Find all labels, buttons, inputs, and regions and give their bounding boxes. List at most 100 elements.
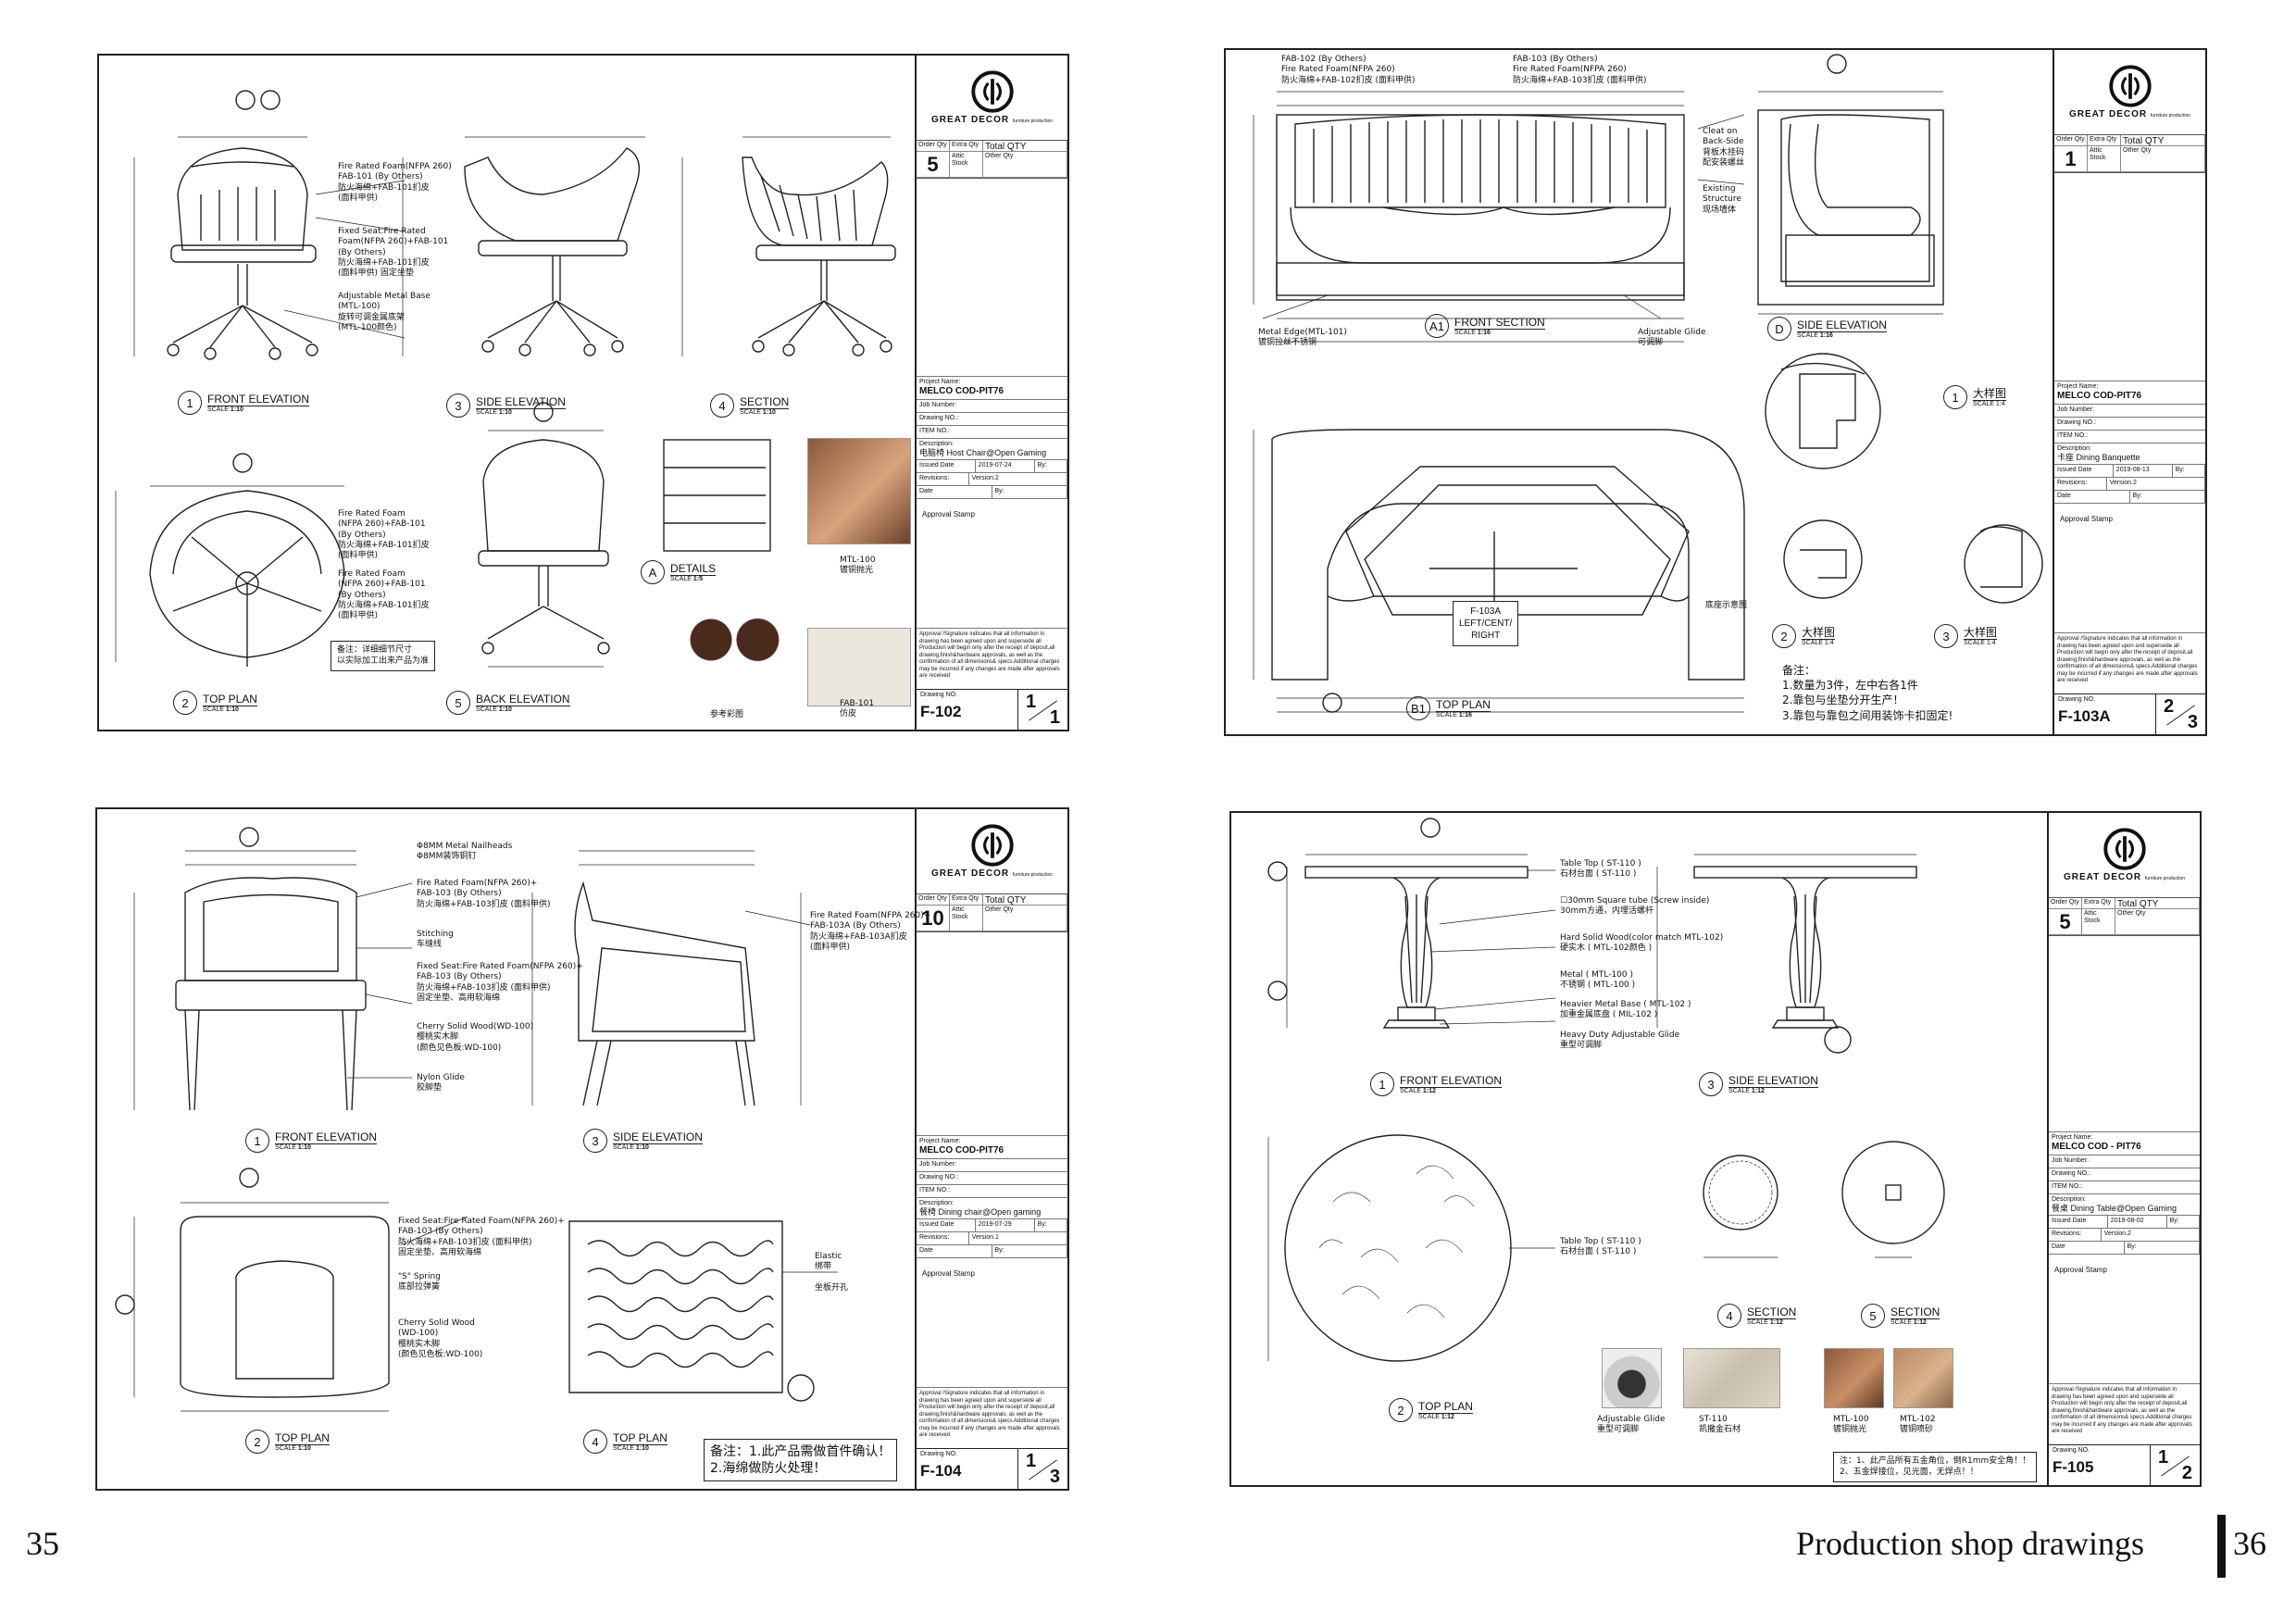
banquette-drawings <box>1253 54 2043 713</box>
material-swatch-fab101 <box>807 628 911 706</box>
note-metal-base: Adjustable Metal Base (MTL-100) 旋转可调金属底架… <box>338 292 430 332</box>
total-qty-value: 10 <box>917 906 950 931</box>
swatch-label-mtl100: MTL-100 镀铜抛光 <box>840 556 876 576</box>
swatch-label-glide: Adjustable Glide 重型可调脚 <box>1597 1415 1666 1435</box>
drawing-sheet-f104: Φ8MM Metal Nailheads Φ8MM装饰铜钉 Fire Rated… <box>95 807 1069 1491</box>
note-elastic: Elastic 绑带 <box>815 1252 842 1272</box>
note-table-top-plan: Table Top ( ST-110 ) 石材台面 ( ST-110 ) <box>1560 1237 1641 1257</box>
swatch-label-fab101: FAB-101 仿皮 <box>840 699 875 719</box>
gd-logo-icon <box>2108 65 2152 107</box>
note-cleat: Cleat on Back-Side 背板木挂码 配安装螺丝 <box>1703 127 1745 168</box>
reference-photo <box>678 606 789 690</box>
note-metal-edge: Metal Edge(MTL-101) 镀铜拉丝不锈钢 <box>1258 328 1347 348</box>
gd-logo-icon <box>970 824 1014 867</box>
note-metal-base: Heavier Metal Base ( MTL-102 ) 加重金属底盘 ( … <box>1560 1000 1691 1020</box>
title-block: GREAT DECOR furniture production Order Q… <box>915 809 1067 1489</box>
note-top-foam-2: Fire Rated Foam (NFPA 260)+FAB-101 (By O… <box>338 569 430 620</box>
note-nailheads: Φ8MM Metal Nailheads Φ8MM装饰铜钉 <box>417 842 513 862</box>
note-fixed-seat: Fixed Seat:Fire Rated Foam(NFPA 260)+ FA… <box>417 962 583 1003</box>
drawing-number: F-104 <box>920 1462 962 1480</box>
total-qty-value: 5 <box>917 152 950 178</box>
note-fab102: FAB-102 (By Others) Fire Rated Foam(NFPA… <box>1281 55 1416 85</box>
note-seat-foam: Fixed Seat:Fire Rated Foam(NFPA 260)+ FA… <box>398 1217 565 1257</box>
gd-logo-icon <box>2103 828 2146 870</box>
note-wood-leg: Cherry Solid Wood (WD-100) 樱桃实木脚 (颜色见色板:… <box>398 1318 483 1359</box>
footer-title: Production shop drawings <box>1796 1525 2144 1562</box>
note-stitching: Stitching 车缝线 <box>417 930 454 950</box>
memo-box: 注：1、此产品所有五金角位，倒R1mm安全角！！ 2、五金焊接位，见光面，无焊点… <box>1833 1452 2038 1483</box>
title-block: GREAT DECOR furniture production Order Q… <box>2047 813 2200 1485</box>
note-side-foam: Fire Rated Foam(NFPA 260)+ FAB-103A (By … <box>810 911 931 952</box>
title-block: GREAT DECOR furniture production Order Q… <box>915 56 1067 730</box>
note-table-top: Table Top ( ST-110 ) 石材台面 ( ST-110 ) <box>1560 859 1641 880</box>
note-back-foam: Fire Rated Foam(NFPA 260)+ FAB-103 (By O… <box>417 879 551 909</box>
gd-logo-icon <box>970 70 1014 113</box>
drawing-area: Φ8MM Metal Nailheads Φ8MM装饰铜钉 Fire Rated… <box>97 809 930 1489</box>
drawing-number: F-103A <box>2058 707 2111 726</box>
great-decor-logo: GREAT DECOR furniture production <box>917 56 1067 141</box>
swatch-mtl100 <box>1824 1348 1884 1408</box>
swatch-label-st110: ST-110 凯撒金石材 <box>1699 1415 1741 1435</box>
swatch-label-mtl102: MTL-102 镀铜喷砂 <box>1900 1415 1936 1435</box>
memo-box: 备注：详细细节尺寸 以实际加工出来产品为准 <box>331 641 436 672</box>
note-seat-hole: 坐板开孔 <box>815 1283 849 1293</box>
total-qty-value: 1 <box>2054 146 2088 172</box>
note-existing-structure: Existing Structure 现场墙体 <box>1703 184 1741 215</box>
drawing-number: F-102 <box>920 703 962 721</box>
drawing-sheet-f103a: FAB-102 (By Others) Fire Rated Foam(NFPA… <box>1224 48 2207 736</box>
drawing-area: FAB-102 (By Others) Fire Rated Foam(NFPA… <box>1226 50 2053 734</box>
drawing-area: Table Top ( ST-110 ) 石材台面 ( ST-110 ) ☐30… <box>1231 813 2047 1485</box>
note-cherry-wood: Cherry Solid Wood(WD-100) 樱桃实木脚 (颜色见色板:W… <box>417 1022 534 1053</box>
great-decor-logo: GREAT DECOR furniture production <box>917 809 1067 894</box>
footer-divider <box>2217 1515 2226 1578</box>
page-number-right: 36 <box>2233 1525 2266 1562</box>
swatch-st110 <box>1683 1348 1780 1408</box>
swatch-label-mtl100: MTL-100 镀铜抛光 <box>1833 1415 1869 1435</box>
note-square-tube: ☐30mm Square tube (Screw inside) 30mm方通，… <box>1560 896 1710 917</box>
page-number-left: 35 <box>26 1525 59 1562</box>
swatch-mtl102 <box>1893 1348 1953 1408</box>
dining-chair-drawings <box>115 827 838 1412</box>
reference-photo-caption: 参考彩图 <box>710 710 744 719</box>
note-base-diagram: 底座示意图 <box>1705 601 1748 610</box>
note-adjustable-glide: Adjustable Glide 可调脚 <box>1638 328 1706 348</box>
note-s-spring: "S" Spring 底部拉弹簧 <box>398 1272 441 1293</box>
dining-table-drawings <box>1267 818 1945 1362</box>
memo-box: 备注：1.此产品需做首件确认！ 2.海绵做防火处理！ <box>704 1439 898 1482</box>
note-metal: Metal ( MTL-100 ) 不锈钢 ( MTL-100 ) <box>1560 970 1636 991</box>
drawing-sheet-f105: Table Top ( ST-110 ) 石材台面 ( ST-110 ) ☐30… <box>1229 811 2202 1487</box>
note-fab103: FAB-103 (By Others) Fire Rated Foam(NFPA… <box>1513 55 1647 85</box>
material-swatch-mtl100 <box>807 438 911 544</box>
note-hard-wood: Hard Solid Wood(color match MTL-102) 硬实木… <box>1560 933 1724 954</box>
note-top-foam-1: Fire Rated Foam (NFPA 260)+FAB-101 (By O… <box>338 509 430 560</box>
title-block: GREAT DECOR furniture production Order Q… <box>2053 50 2205 734</box>
great-decor-logo: GREAT DECOR furniture production <box>2049 813 2200 898</box>
note-fixed-seat: Fixed Seat:Fire Rated Foam(NFPA 260)+FAB… <box>338 227 449 278</box>
note-nylon-glide: Nylon Glide 胶脚垫 <box>417 1073 465 1093</box>
great-decor-logo: GREAT DECOR furniture production <box>2054 50 2205 135</box>
note-back-foam: Fire Rated Foam(NFPA 260) FAB-101 (By Ot… <box>338 162 452 203</box>
item-tag-f103a: F-103A LEFT/CENT/ RIGHT <box>1453 601 1519 646</box>
drawing-number: F-105 <box>2053 1458 2094 1477</box>
